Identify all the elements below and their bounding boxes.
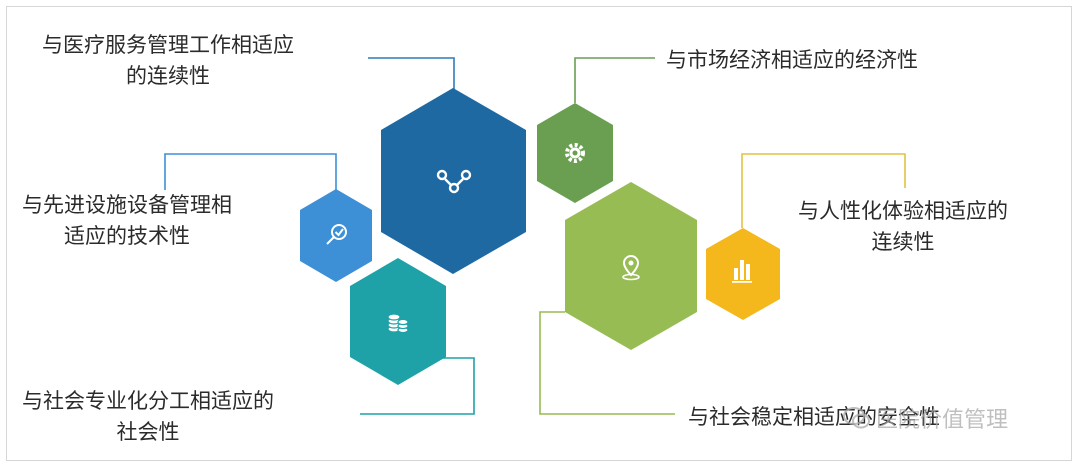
coins-icon bbox=[387, 313, 409, 334]
label-line: 与社会专业化分工相适应的 bbox=[22, 389, 274, 413]
wechat-icon bbox=[843, 407, 870, 429]
connector-tech bbox=[164, 153, 337, 190]
label-line: 与市场经济相适应的经济性 bbox=[666, 48, 918, 72]
label-line: 的连续性 bbox=[126, 64, 210, 88]
label-line: 与社会稳定相适应的安全性 bbox=[688, 405, 940, 429]
hexagon-olive bbox=[565, 182, 697, 350]
label-market-economy: 与市场经济相适应的经济性 bbox=[666, 45, 918, 76]
label-social-stability: 与社会稳定相适应的安全性 bbox=[688, 402, 940, 433]
hexagon-light-blue bbox=[300, 189, 372, 282]
diagram-frame bbox=[6, 6, 1072, 461]
bar-chart-icon bbox=[732, 260, 752, 283]
connector-stability bbox=[539, 311, 675, 415]
hexagon-dark-blue bbox=[381, 88, 526, 274]
label-line: 连续性 bbox=[871, 230, 935, 254]
label-line: 社会性 bbox=[116, 420, 180, 444]
connector-medical bbox=[368, 57, 455, 90]
connector-human bbox=[741, 153, 906, 228]
label-medical-continuity: 与医疗服务管理工作相适应 的连续性 bbox=[42, 30, 294, 92]
label-line: 适应的技术性 bbox=[64, 224, 190, 248]
watermark: 医院价值管理 bbox=[842, 402, 1008, 434]
label-line: 与人性化体验相适应的 bbox=[798, 199, 1008, 223]
location-pin-icon bbox=[622, 254, 640, 281]
label-line: 与先进设施设备管理相 bbox=[22, 193, 232, 217]
label-human-experience: 与人性化体验相适应的 连续性 bbox=[798, 196, 1008, 258]
connector-market bbox=[574, 57, 655, 103]
label-line: 与医疗服务管理工作相适应 bbox=[42, 33, 294, 57]
connector-social bbox=[360, 357, 475, 415]
label-social-division: 与社会专业化分工相适应的 社会性 bbox=[22, 386, 274, 448]
watermark-text: 医院价值管理 bbox=[876, 408, 1009, 433]
label-tech: 与先进设施设备管理相 适应的技术性 bbox=[22, 190, 232, 252]
gear-icon bbox=[565, 143, 585, 163]
magnifier-check-icon bbox=[326, 224, 347, 245]
share-icon bbox=[436, 169, 472, 194]
